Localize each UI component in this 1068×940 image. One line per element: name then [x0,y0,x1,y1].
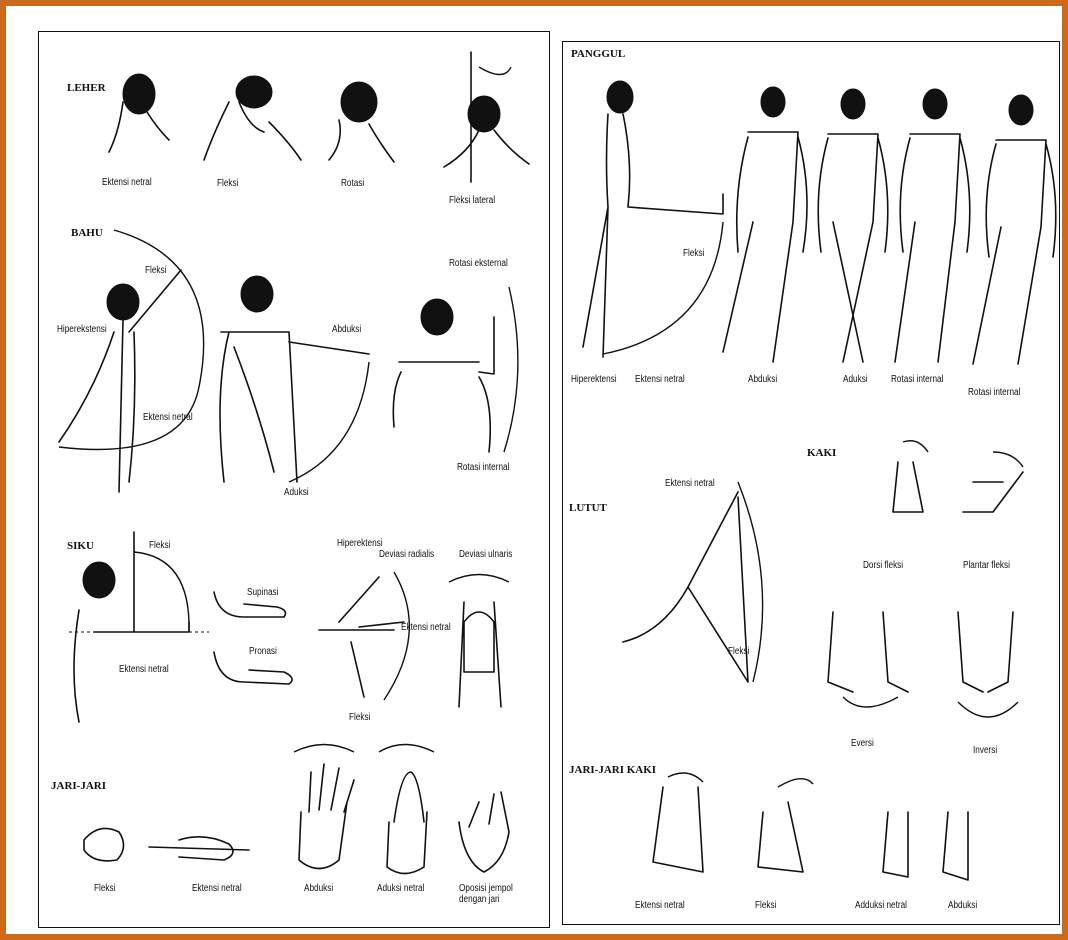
label-thumb-opposition: Oposisi jempol dengan jari [459,883,533,905]
label-dorsiflexion: Dorsi fleksi [863,560,903,571]
section-knee-title: LUTUT [569,502,607,514]
label-shoulder-hyperextension: Hiperekstensi [57,324,107,335]
wrist-figure [319,572,409,700]
foot-inversion [958,612,1018,717]
section-toes-title: JARI-JARI KAKI [569,764,656,776]
toes-adduction [883,812,908,877]
label-hip-hyperextension: Hiperektensi [571,374,617,385]
shoulder-abduction-figure [220,276,369,482]
label-wrist-flexion: Fleksi [349,712,370,723]
label-toes-adduction: Adduksi netral [855,900,907,911]
neck-rotation-figure [329,82,394,162]
label-inversion: Inversi [973,745,997,756]
label-neck-rotation: Rotasi [341,178,364,189]
label-neck-extension: Ektensi netral [102,177,152,188]
label-hip-neutral: Ektensi netral [635,374,685,385]
hip-standing-3 [895,89,970,362]
left-illustrations [39,32,549,927]
foot-dorsiflexion [893,441,928,512]
label-hip-int-rotation-1: Rotasi internal [891,374,943,385]
label-shoulder-ext-rotation: Rotasi eksternal [449,258,508,269]
label-knee-neutral: Ektensi netral [665,478,715,489]
right-illustrations [563,42,1059,924]
hip-standing-2 [818,89,888,362]
label-toes-neutral: Ektensi netral [635,900,685,911]
label-ulnar-deviation: Deviasi ulnaris [459,549,512,560]
hip-standing-1 [723,87,807,362]
toes-extension [653,773,703,872]
toes-flexion [758,779,813,872]
elbow-figure [69,532,209,722]
neck-lateral-figure [444,52,529,182]
label-shoulder-adduction: Aduksi [284,487,309,498]
section-fingers-title: JARI-JARI [51,780,106,792]
left-panel: LEHER Ektensi netral Fleksi Rotasi Fleks… [38,31,550,928]
finger-abduction-hand [294,745,354,869]
section-shoulder-title: BAHU [71,227,103,239]
label-shoulder-neutral: Ektensi netral [143,412,193,423]
label-shoulder-int-rotation: Rotasi internal [457,462,509,473]
neck-flexion-figure [204,76,301,160]
section-elbow-title: SIKU [67,540,94,552]
section-foot-title: KAKI [807,447,836,459]
label-shoulder-abduction: Abduksi [332,324,361,335]
label-neck-lateral: Fleksi lateral [449,195,495,206]
label-radial-deviation: Deviasi radialis [379,549,434,560]
hip-flexion-figure [583,81,723,357]
label-finger-abduction: Abduksi [304,883,333,894]
section-neck-title: LEHER [67,82,106,94]
wrist-deviation-figure [449,575,509,708]
finger-fist [84,828,124,860]
label-hip-flexion: Fleksi [683,248,704,259]
label-plantarflexion: Plantar fleksi [963,560,1010,571]
label-finger-flexion: Fleksi [94,883,115,894]
foot-eversion [828,612,908,707]
neck-extension-figure [109,74,169,152]
label-hip-int-rotation-2: Rotasi internal [968,387,1020,398]
label-knee-flexion: Fleksi [728,646,749,657]
label-toes-flexion: Fleksi [755,900,776,911]
label-elbow-neutral: Ektensi netral [119,664,169,675]
foot-plantarflexion [963,452,1023,512]
toes-abduction [943,812,968,880]
label-neck-flexion: Fleksi [217,178,238,189]
label-hip-adduction: Aduksi [843,374,868,385]
finger-adduction-hand [379,745,434,874]
label-hip-abduction: Abduksi [748,374,777,385]
shoulder-flexion-figure [59,230,204,492]
label-wrist-hyperextension: Hiperektensi [337,538,383,549]
label-pronation: Pronasi [249,646,277,657]
label-finger-adduction: Aduksi netral [377,883,424,894]
label-toes-abduction: Abduksi [948,900,977,911]
section-hip-title: PANGGUL [571,48,625,60]
finger-extension [149,837,249,860]
label-shoulder-flexion: Fleksi [145,265,166,276]
shoulder-rotation-figure [393,287,518,452]
right-panel: PANGGUL Fleksi Hiperektensi Ektensi netr… [562,41,1060,925]
thumb-opposition-hand [459,792,509,872]
label-wrist-neutral: Ektensi netral [401,622,451,633]
label-finger-extension: Ektensi netral [192,883,242,894]
hip-standing-4 [973,95,1056,364]
label-supination: Supinasi [247,587,278,598]
label-elbow-flexion: Fleksi [149,540,170,551]
label-eversion: Eversi [851,738,874,749]
